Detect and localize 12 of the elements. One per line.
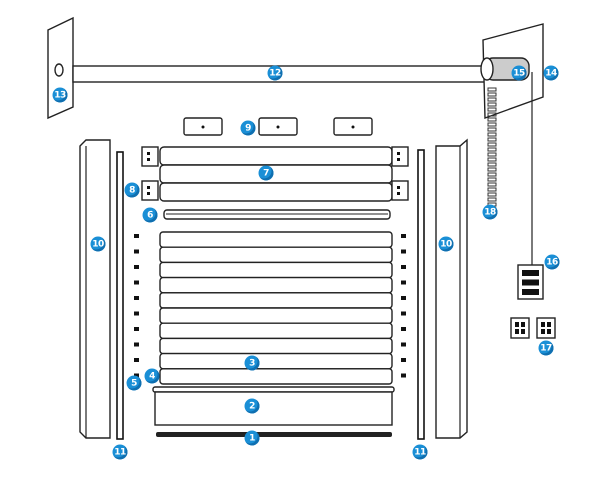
callout-number: 9 — [240, 120, 256, 136]
callout-number: 4 — [144, 368, 160, 384]
callout-number: 11 — [412, 444, 428, 460]
callout-number: 8 — [124, 182, 140, 198]
callout-number: 16 — [544, 254, 560, 270]
callout-number: 1 — [244, 430, 260, 446]
callout-number: 5 — [126, 376, 142, 390]
callout-number: 14 — [544, 66, 558, 80]
callout-number: 11 — [112, 444, 128, 460]
callout-number: 6 — [142, 208, 158, 222]
callout-number: 17 — [538, 340, 554, 356]
callout-number: 18 — [482, 204, 498, 220]
